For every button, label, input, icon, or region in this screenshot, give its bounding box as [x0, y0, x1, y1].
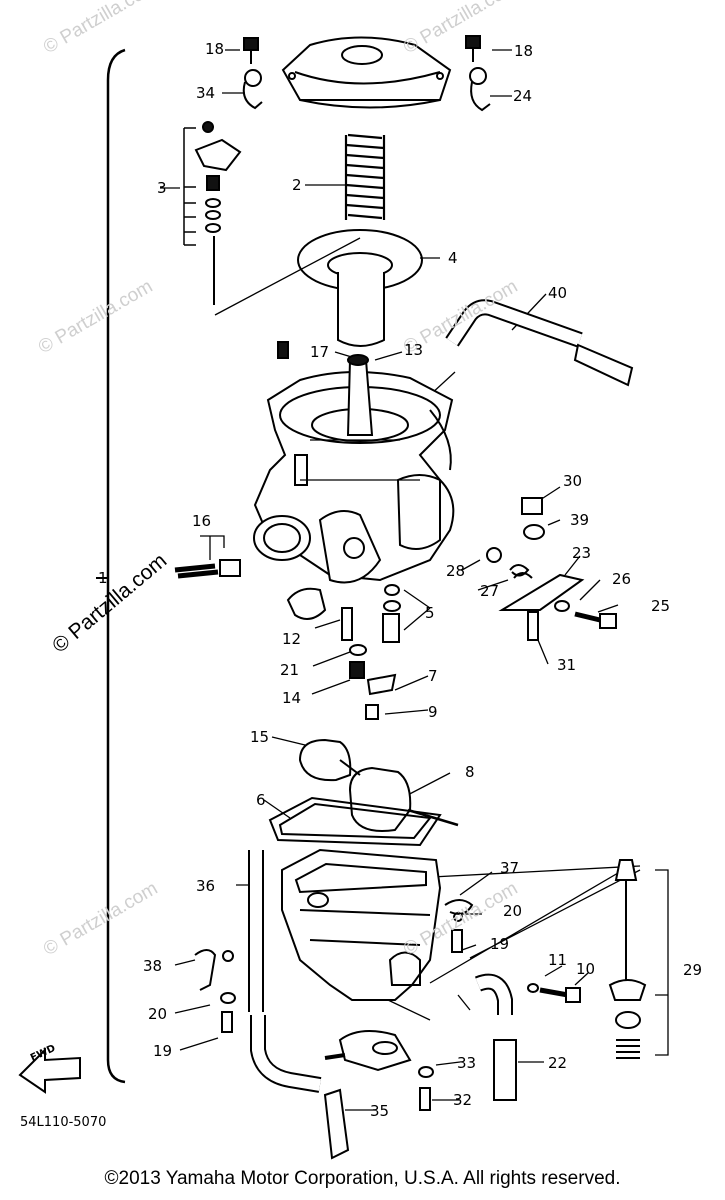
label-18-left: 18	[205, 40, 225, 58]
needle-assembly-3	[194, 121, 242, 305]
label-18-right: 18	[514, 42, 534, 60]
screw-17	[277, 341, 289, 359]
hose-22	[474, 973, 517, 1101]
label-2: 2	[292, 176, 302, 194]
diagram-code: 54L110-5070	[20, 1115, 107, 1130]
label-31: 31	[557, 656, 577, 674]
jet-5	[382, 584, 401, 643]
label-33: 33	[457, 1054, 477, 1072]
screw-19-right	[451, 929, 463, 953]
screw-10	[539, 987, 581, 1003]
jet-12	[341, 607, 353, 641]
washer-28	[486, 547, 502, 563]
lever-23	[498, 573, 585, 611]
label-38: 38	[143, 957, 163, 975]
label-29: 29	[683, 961, 703, 979]
label-19-left: 19	[153, 1042, 173, 1060]
hose-40	[445, 299, 634, 387]
label-10: 10	[576, 960, 596, 978]
label-9: 9	[428, 703, 438, 721]
spring-27	[509, 564, 533, 579]
label-4: 4	[448, 249, 458, 267]
cap-35-fitting	[323, 1030, 412, 1160]
label-26: 26	[612, 570, 632, 588]
label-22: 22	[548, 1054, 568, 1072]
label-23: 23	[572, 544, 592, 562]
spring-2	[344, 133, 386, 220]
label-40: 40	[548, 284, 568, 302]
label-5: 5	[425, 604, 435, 622]
clamp-34	[242, 69, 263, 110]
label-7: 7	[428, 667, 438, 685]
clamp-24	[469, 67, 491, 112]
screw-32	[419, 1087, 431, 1111]
screw-25	[574, 611, 617, 629]
label-14: 14	[282, 689, 302, 707]
label-37: 37	[500, 859, 520, 877]
label-28: 28	[446, 562, 466, 580]
gasket-6	[268, 796, 442, 847]
screw-16	[174, 559, 241, 579]
label-34: 34	[196, 84, 216, 102]
label-11: 11	[548, 951, 568, 969]
label-17: 17	[310, 343, 330, 361]
label-21: 21	[280, 661, 300, 679]
label-8: 8	[465, 763, 475, 781]
washer-39	[523, 524, 545, 540]
label-20-right: 20	[503, 902, 523, 920]
carburetor-body	[253, 354, 455, 620]
jet-stack-29	[608, 859, 647, 1059]
screw-9	[365, 704, 379, 720]
hose-lower-left	[250, 1015, 322, 1093]
label-27: 27	[480, 582, 500, 600]
label-19-right: 19	[490, 935, 510, 953]
screw-18-right	[465, 35, 481, 62]
label-1: 1	[98, 569, 108, 587]
label-16: 16	[192, 512, 212, 530]
label-36: 36	[196, 877, 216, 895]
label-24: 24	[513, 87, 533, 105]
top-cover	[281, 36, 452, 109]
screw-18-left	[243, 37, 259, 64]
screw-19-left	[221, 1011, 233, 1033]
washer-26	[554, 600, 570, 612]
screw-31	[527, 611, 539, 641]
label-12: 12	[282, 630, 302, 648]
diaphragm-4	[297, 229, 423, 347]
jet-14	[349, 661, 365, 679]
label-25: 25	[651, 597, 671, 615]
oring-11	[527, 983, 539, 993]
label-32: 32	[453, 1091, 473, 1109]
float-15	[298, 738, 459, 832]
label-13: 13	[404, 341, 424, 359]
washer-33	[418, 1066, 434, 1078]
washer-20-right	[453, 912, 463, 922]
copyright-notice: ©2013 Yamaha Motor Corporation, U.S.A. A…	[104, 1168, 621, 1189]
assembly-bracket	[106, 48, 126, 1084]
cap-30	[521, 497, 543, 515]
washer-20-left	[220, 992, 236, 1004]
washer-21	[349, 644, 367, 656]
label-35: 35	[370, 1102, 390, 1120]
clip-38	[194, 949, 234, 991]
label-15: 15	[250, 728, 270, 746]
float-bowl	[281, 848, 442, 1001]
label-6: 6	[256, 791, 266, 809]
label-30: 30	[563, 472, 583, 490]
label-39: 39	[570, 511, 590, 529]
label-20-left: 20	[148, 1005, 168, 1023]
label-3: 3	[157, 179, 167, 197]
plate-7	[366, 673, 397, 696]
fwd-arrow-icon	[18, 1047, 81, 1094]
